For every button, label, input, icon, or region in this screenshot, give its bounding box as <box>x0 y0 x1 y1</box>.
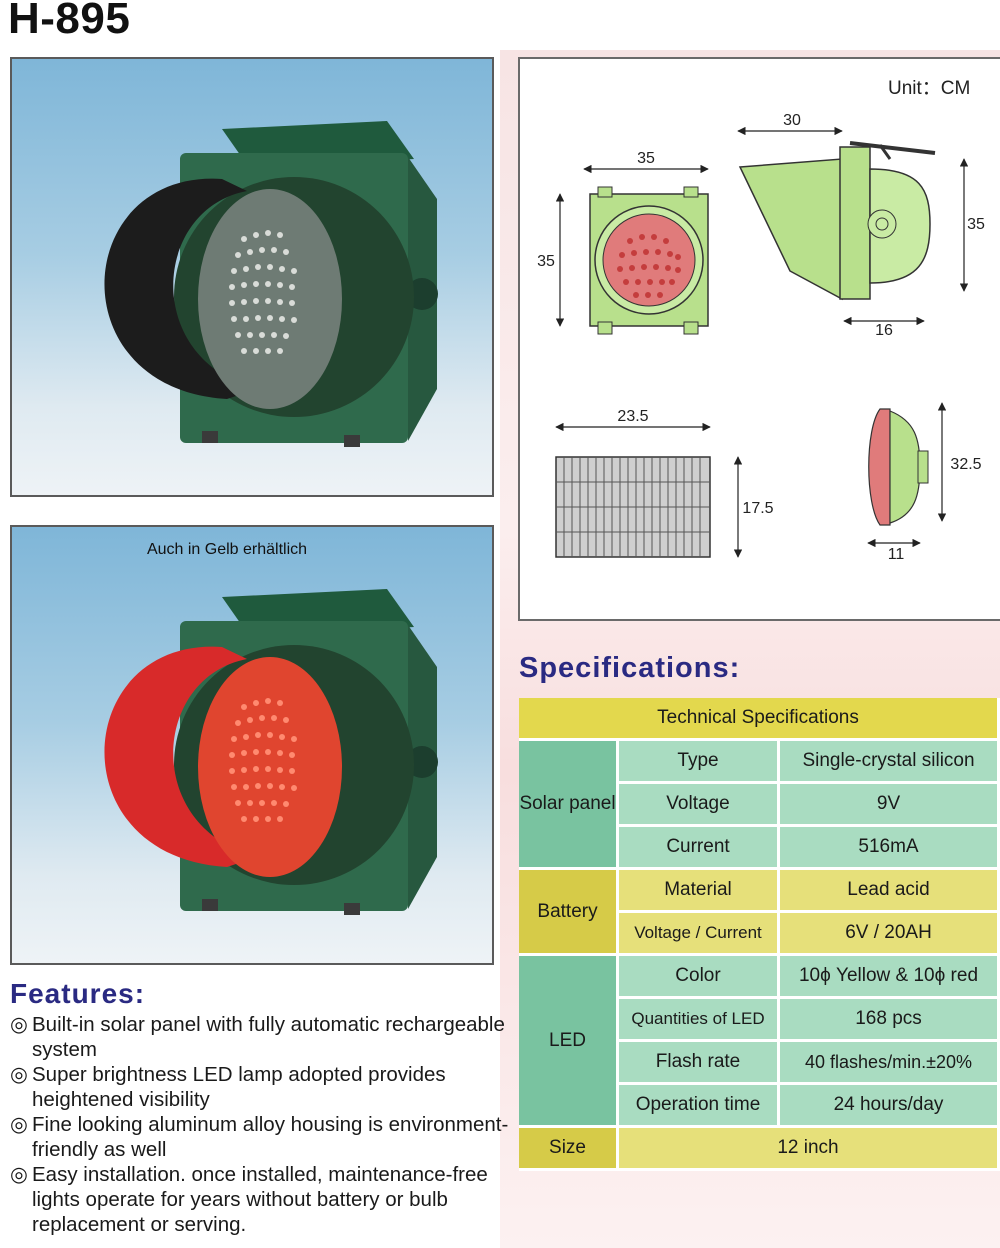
table-row: LED Color 10ϕ Yellow & 10ϕ red <box>519 956 1000 1128</box>
product-photo-unlit <box>10 57 494 497</box>
table-header-row: Technical Specifications <box>519 698 1000 741</box>
table-row: Operation time 24 hours/day <box>519 1085 1000 1128</box>
list-item: ◎Fine looking aluminum alloy housing is … <box>10 1113 509 1161</box>
spec-value: 6V / 20AH <box>780 913 1000 956</box>
list-item: ◎Super brightness LED lamp adopted provi… <box>10 1063 446 1111</box>
features-heading: Features: <box>10 978 146 1009</box>
spec-value: Lead acid <box>780 870 1000 913</box>
table-header: Technical Specifications <box>519 698 1000 741</box>
spec-value: 40 flashes/min.±20% <box>780 1042 1000 1085</box>
list-item: ◎Built-in solar panel with fully automat… <box>10 1013 505 1061</box>
table-row: Battery Material Lead acid <box>519 870 1000 956</box>
table-row: Voltage 9V <box>519 784 1000 827</box>
photo-caption: Auch in Gelb erhältlich <box>146 541 308 558</box>
spec-label: Material <box>619 870 780 913</box>
bullet-icon: ◎ <box>10 1113 28 1136</box>
group-size: Size <box>519 1128 619 1171</box>
table-row: Voltage / Current 6V / 20AH <box>519 913 1000 956</box>
traffic-light-unlit-icon <box>104 121 438 447</box>
group-solar-panel: Solar panel <box>519 741 619 870</box>
unit-label: Unit：CM <box>888 78 971 99</box>
table-row: Size 12 inch <box>519 1128 1000 1171</box>
spec-value: Single-crystal silicon <box>780 741 1000 784</box>
spec-value: 12 inch <box>619 1128 1000 1171</box>
spec-label: Quantities of LED <box>619 999 780 1042</box>
table-row: Quantities of LED 168 pcs <box>519 999 1000 1042</box>
spec-value: 516mA <box>780 827 1000 870</box>
spec-label: Voltage / Current <box>619 913 780 956</box>
front-height-label: 35 <box>537 253 555 270</box>
lamp-side-drawing <box>867 402 947 548</box>
bullet-icon: ◎ <box>10 1163 28 1186</box>
traffic-light-lit-icon <box>104 589 438 915</box>
spec-value: 24 hours/day <box>780 1085 1000 1128</box>
spec-value: 10ϕ Yellow & 10ϕ red <box>780 956 1000 999</box>
side-base-label: 16 <box>875 322 893 339</box>
side-height-label: 35 <box>967 216 985 233</box>
panel-width-label: 23.5 <box>617 408 648 425</box>
specifications-table: Technical Specifications Solar panel Typ… <box>519 698 1000 1171</box>
list-item: ◎Easy installation. once installed, main… <box>10 1163 488 1236</box>
group-led: LED <box>519 956 619 1128</box>
spec-label: Color <box>619 956 780 999</box>
panel-height-label: 17.5 <box>742 500 773 517</box>
bullet-icon: ◎ <box>10 1063 28 1086</box>
table-row: Solar panel Type Single-crystal silicon <box>519 741 1000 870</box>
spec-label: Voltage <box>619 784 780 827</box>
spec-label: Operation time <box>619 1085 780 1128</box>
side-view-drawing <box>737 126 969 326</box>
lamp-depth-label: 11 <box>888 546 905 563</box>
front-width-label: 35 <box>637 150 655 167</box>
table-row: Flash rate 40 flashes/min.±20% <box>519 1042 1000 1085</box>
specifications-heading: Specifications: <box>519 652 741 684</box>
table-row: Current 516mA <box>519 827 1000 870</box>
bullet-icon: ◎ <box>10 1013 28 1036</box>
spec-value: 9V <box>780 784 1000 827</box>
lamp-height-label: 32.5 <box>950 456 981 473</box>
front-view-drawing <box>555 164 709 335</box>
product-photo-lit: Auch in Gelb erhältlich <box>10 525 494 965</box>
side-depth-label: 30 <box>783 112 801 129</box>
spec-label: Type <box>619 741 780 784</box>
spec-label: Flash rate <box>619 1042 780 1085</box>
model-title: H-895 <box>8 0 131 43</box>
features-list: ◎Built-in solar panel with fully automat… <box>10 1012 510 1237</box>
spec-label: Current <box>619 827 780 870</box>
dimension-drawings: Unit：CM 35 35 <box>518 57 1000 621</box>
spec-value: 168 pcs <box>780 999 1000 1042</box>
group-battery: Battery <box>519 870 619 956</box>
solar-panel-drawing <box>555 422 743 558</box>
